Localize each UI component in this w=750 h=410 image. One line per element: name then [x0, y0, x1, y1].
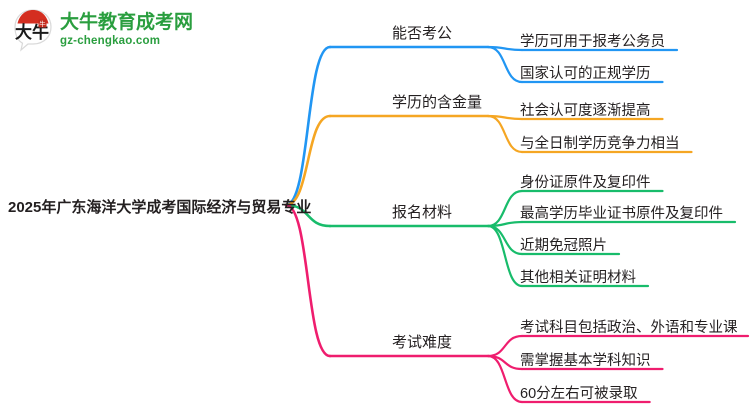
mindmap-leaf-3-1[interactable]: 身份证原件及复印件	[520, 175, 651, 191]
mindmap-leaf-4-3[interactable]: 60分左右可被录取	[520, 386, 638, 402]
logo-speech-bubble-icon: 大牛 牛	[12, 8, 54, 52]
mindmap-branch-label-3[interactable]: 报名材料	[392, 204, 453, 221]
mindmap-branch-label-4[interactable]: 考试难度	[392, 334, 453, 351]
mindmap-leaf-2-2[interactable]: 与全日制学历竞争力相当	[520, 136, 680, 152]
mindmap-leaf-1-1[interactable]: 学历可用于报考公务员	[520, 34, 665, 50]
mindmap-leaf-4-1[interactable]: 考试科目包括政治、外语和专业课	[520, 320, 738, 336]
site-logo[interactable]: 大牛 牛 大牛教育成考网 gz-chengkao.com	[12, 6, 202, 54]
svg-text:牛: 牛	[39, 19, 46, 28]
logo-title: 大牛教育成考网	[60, 11, 194, 33]
mindmap-leaf-3-4[interactable]: 其他相关证明材料	[520, 270, 636, 286]
mindmap-leaf-2-1[interactable]: 社会认可度逐渐提高	[520, 103, 651, 119]
logo-text-block: 大牛教育成考网 gz-chengkao.com	[60, 13, 193, 48]
mindmap-leaf-3-3[interactable]: 近期免冠照片	[520, 238, 607, 254]
mindmap-leaf-1-2[interactable]: 国家认可的正规学历	[520, 66, 651, 82]
mindmap-branch-label-1[interactable]: 能否考公	[392, 25, 453, 42]
mindmap-leaf-4-2[interactable]: 需掌握基本学科知识	[520, 353, 651, 369]
mindmap-branch-label-2[interactable]: 学历的含金量	[392, 94, 483, 111]
mindmap-root-label[interactable]: 2025年广东海洋大学成考国际经济与贸易专业	[8, 199, 312, 216]
mindmap-leaf-3-2[interactable]: 最高学历毕业证书原件及复印件	[520, 206, 723, 222]
logo-domain: gz-chengkao.com	[60, 34, 161, 47]
